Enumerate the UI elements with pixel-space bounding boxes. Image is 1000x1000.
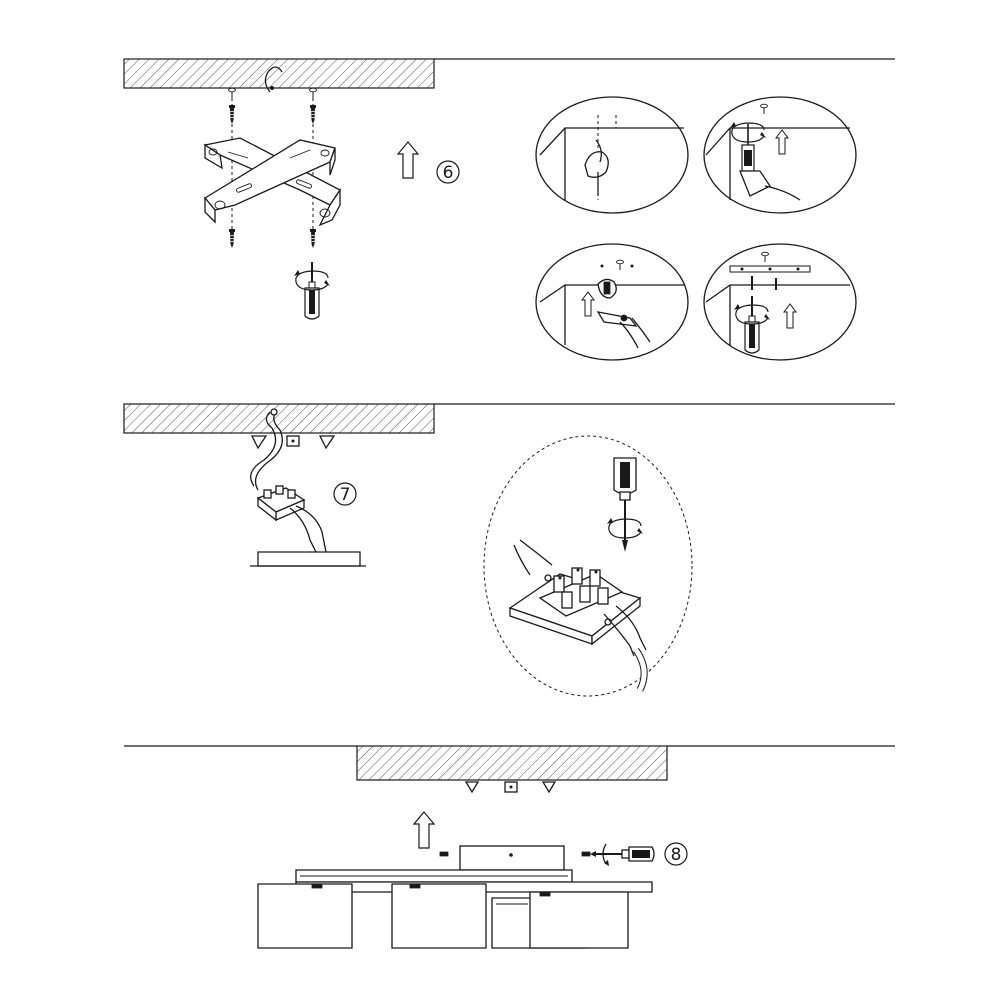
- screwdriver-icon: [613, 457, 637, 552]
- lamp-shade: [391, 883, 487, 949]
- screw-icon: [228, 87, 236, 249]
- detail-hook-install: [535, 96, 689, 214]
- terminal-block-icon: [538, 567, 624, 626]
- svg-text:7: 7: [340, 485, 351, 505]
- step-8-number: 8: [664, 842, 688, 866]
- ceiling-hatch: [356, 745, 668, 781]
- step-7-number: 7: [333, 482, 357, 506]
- step-8-panel: 8: [124, 745, 895, 949]
- detail-bracket-fix: [703, 243, 857, 361]
- terminal-block-icon: [256, 485, 306, 522]
- screwdriver-icon: [293, 261, 331, 320]
- detail-drill: [703, 96, 857, 214]
- screw-icon: [309, 87, 317, 249]
- svg-text:6: 6: [443, 163, 454, 183]
- lamp-shade: [529, 891, 629, 949]
- canopy: [459, 845, 565, 871]
- screwdriver-icon: [590, 843, 655, 866]
- ceiling-lamp: [257, 869, 653, 949]
- step-6-panel: 6: [123, 58, 895, 361]
- step-6-number: 6: [436, 160, 460, 184]
- up-arrow-icon: [397, 141, 419, 179]
- step-7-panel: 7: [123, 403, 895, 697]
- lamp-shade: [257, 883, 353, 949]
- up-arrow-icon: [413, 811, 435, 849]
- detail-anchor: [535, 243, 689, 361]
- ceiling-hatch: [123, 58, 435, 89]
- detail-wiring: [483, 435, 693, 697]
- svg-text:8: 8: [671, 845, 682, 865]
- ceiling-hook-icon: [264, 66, 283, 93]
- mounting-bracket-icon: [203, 137, 341, 227]
- drill-icon: [739, 124, 801, 201]
